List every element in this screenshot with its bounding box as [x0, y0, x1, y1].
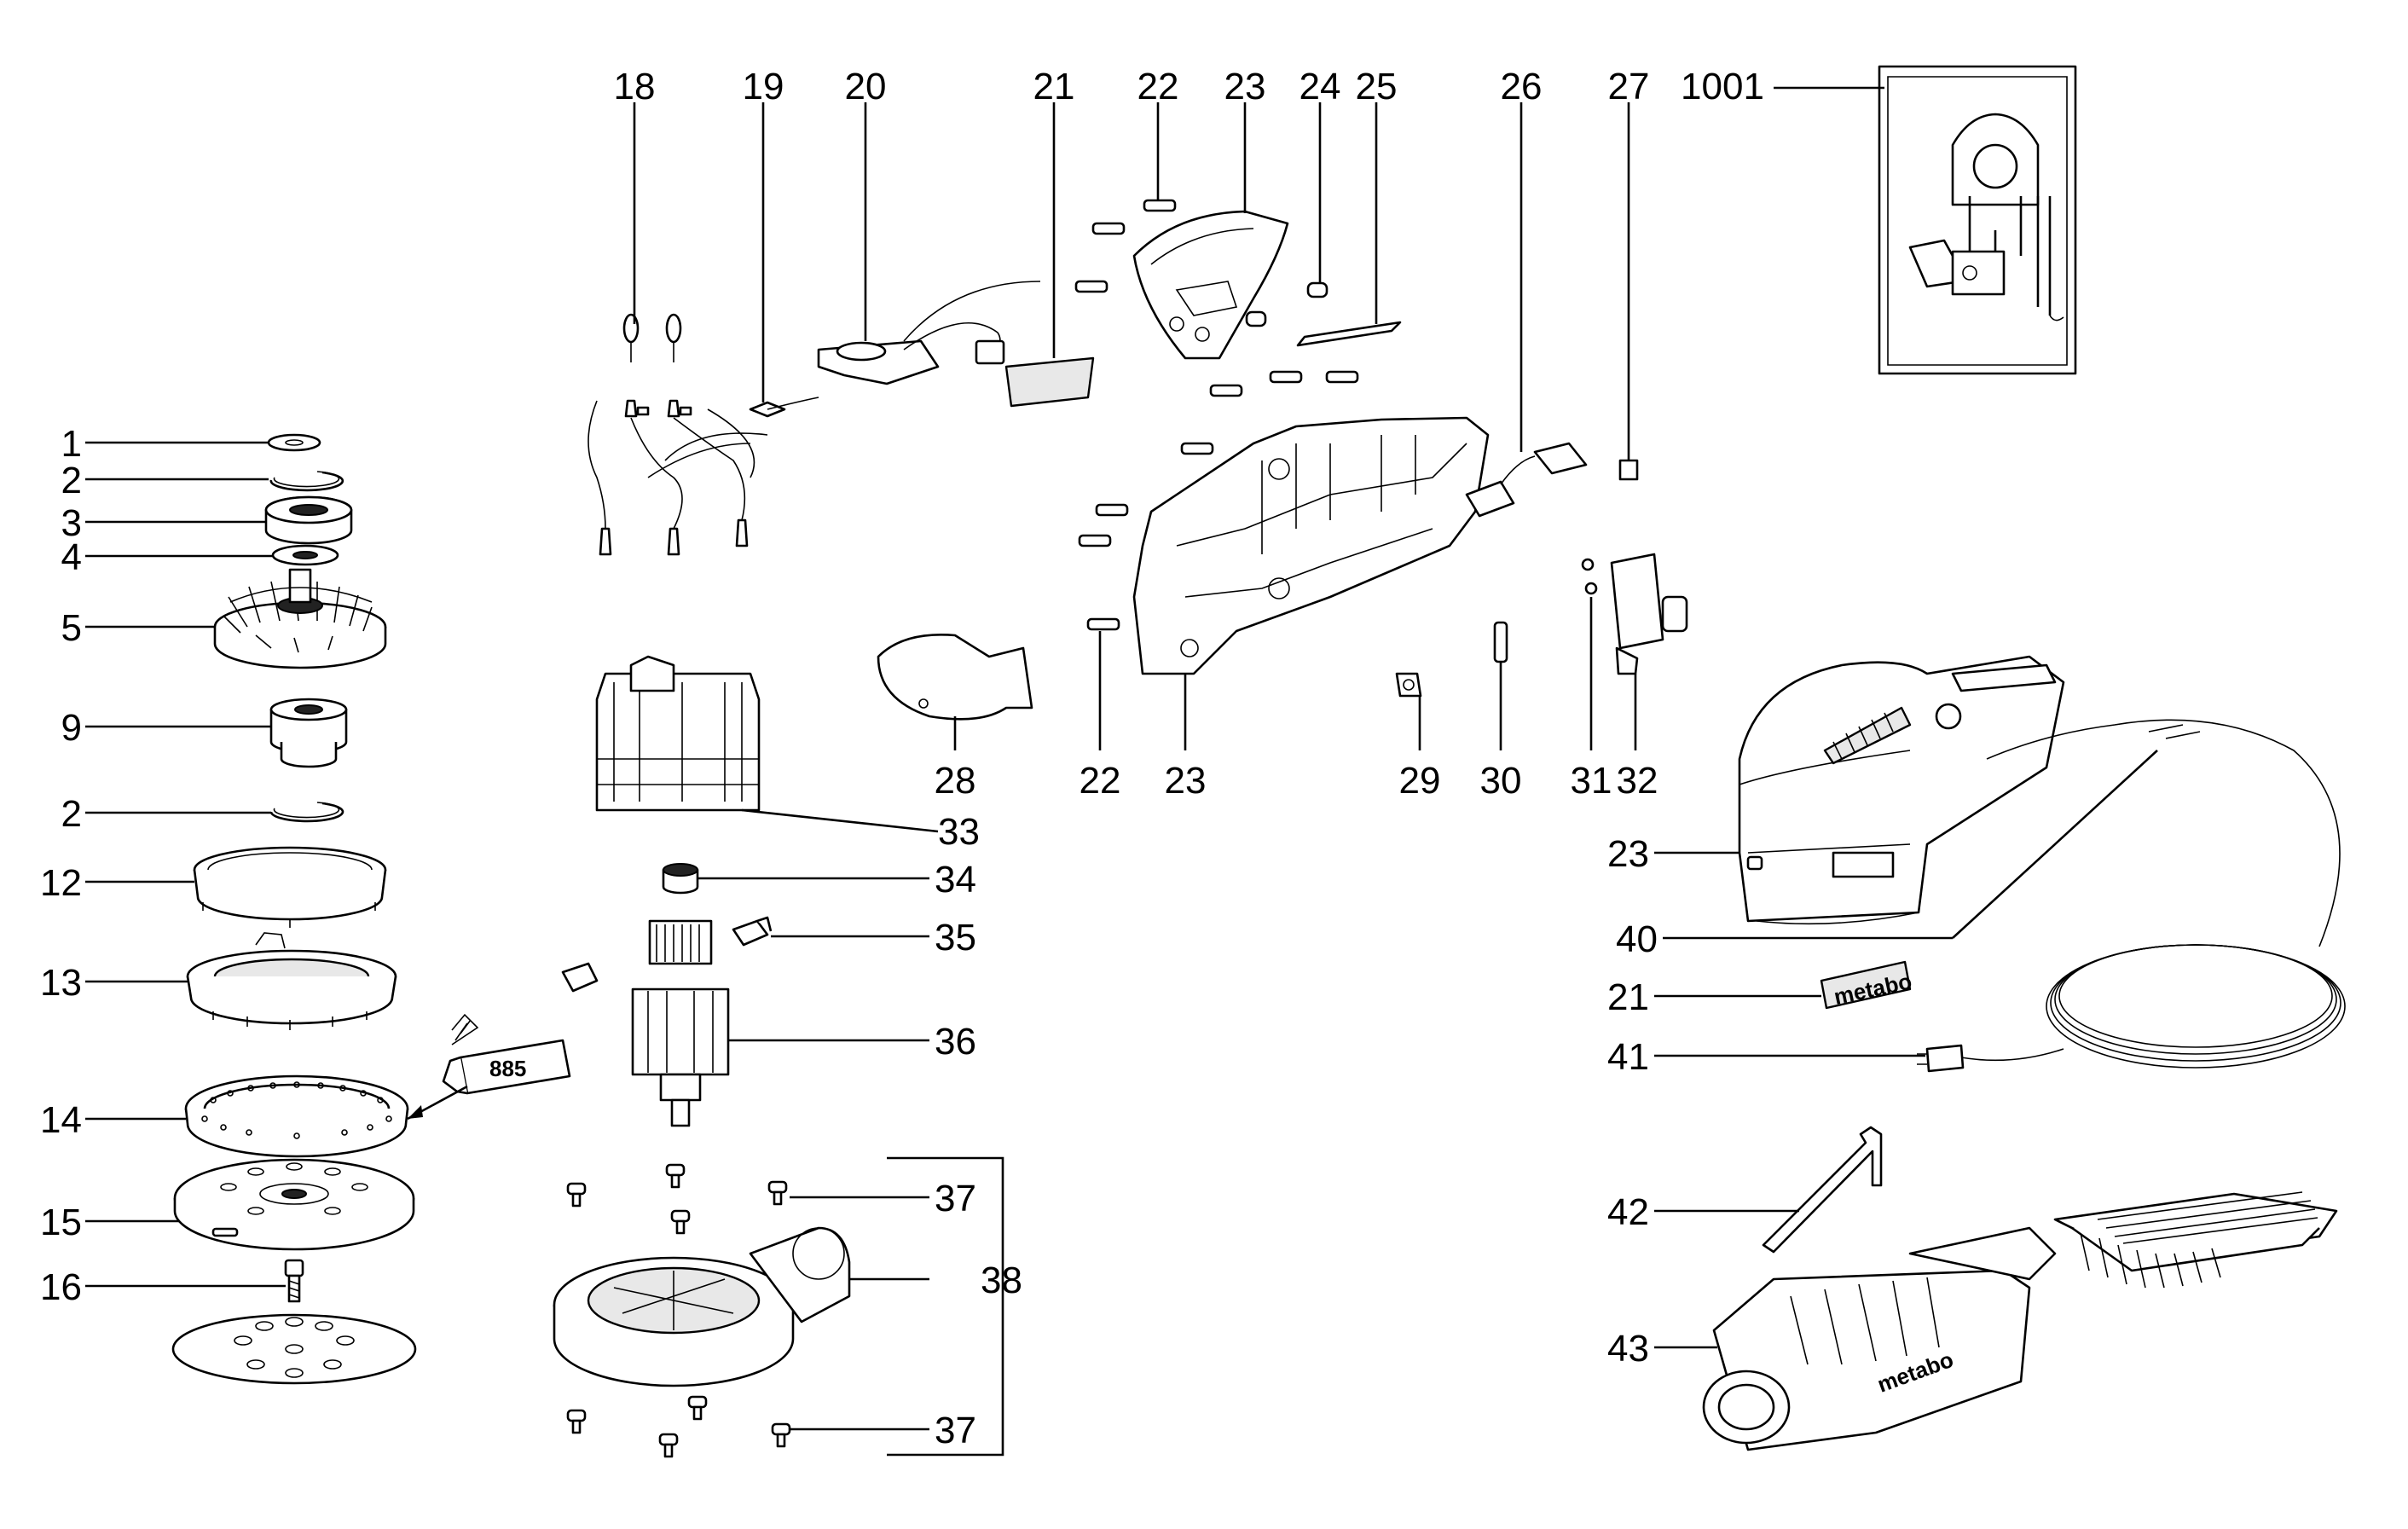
- part-2-circlip-lower: [269, 802, 344, 823]
- part-23-handle-cover: [1132, 210, 1289, 360]
- part-21-label-plate: [1004, 356, 1095, 408]
- label-36: 36: [935, 1021, 976, 1063]
- part-number-labels: 1 2 3 4 5 9 2 12 13 14 15 16 18 19 20 21…: [40, 66, 1764, 1451]
- label-4: 4: [61, 536, 82, 578]
- part-21-brand-badge: metabo: [1820, 960, 1914, 1010]
- part-24-pin: [1245, 281, 1328, 327]
- label-26: 26: [1501, 66, 1543, 107]
- part-9-eccentric-bushing: [269, 698, 348, 768]
- label-1001: 1001: [1681, 66, 1764, 107]
- leader-lines-right: [1654, 750, 2158, 1349]
- part-23-housing: [1078, 370, 1490, 675]
- leader-lines-center: [633, 86, 1884, 1457]
- label-2-upper: 2: [61, 460, 82, 501]
- label-43: 43: [1607, 1328, 1649, 1370]
- label-23-top: 23: [1224, 66, 1266, 107]
- label-29: 29: [1399, 760, 1441, 802]
- part-33-stator: [595, 655, 761, 812]
- label-35: 35: [935, 917, 976, 959]
- part-2-circlip-upper: [269, 471, 344, 492]
- label-19: 19: [743, 66, 784, 107]
- part-28-dust-cap: [877, 634, 1033, 721]
- part-34-bearing: [662, 863, 699, 895]
- label-12: 12: [40, 862, 82, 904]
- label-23-right: 23: [1607, 833, 1649, 875]
- label-22-bottom: 22: [1080, 760, 1121, 802]
- label-27: 27: [1608, 66, 1650, 107]
- label-16: 16: [40, 1266, 82, 1308]
- label-25: 25: [1356, 66, 1398, 107]
- label-1: 1: [61, 423, 82, 465]
- label-15: 15: [40, 1202, 82, 1243]
- part-13-seal-ring: [186, 932, 397, 1030]
- part-15-sanding-pad: [173, 1158, 415, 1251]
- label-21-top: 21: [1033, 66, 1075, 107]
- grease-tube-label: 885: [489, 1056, 526, 1081]
- label-21-right: 21: [1607, 976, 1649, 1018]
- label-42: 42: [1607, 1191, 1649, 1233]
- part-25-strip: [1296, 321, 1402, 347]
- label-18: 18: [614, 66, 656, 107]
- part-27-sleeve: [1618, 459, 1639, 481]
- part-1-washer: [267, 433, 321, 452]
- hook-loop-sanding-disc: [171, 1313, 417, 1385]
- label-40: 40: [1616, 918, 1658, 960]
- part-26-cable-clamp: [1465, 442, 1588, 518]
- part-31-screws: [1581, 558, 1598, 595]
- label-31: 31: [1571, 760, 1612, 802]
- part-18-wires: [588, 313, 768, 556]
- part-22-screws-top: [1074, 199, 1177, 293]
- part-37-screws: [566, 1163, 791, 1458]
- part-35-carbon-brush: [732, 916, 773, 947]
- label-3: 3: [61, 502, 82, 544]
- label-14: 14: [40, 1099, 82, 1141]
- label-13: 13: [40, 962, 82, 1004]
- label-37-upper: 37: [935, 1178, 976, 1219]
- part-42-hex-key: [1762, 1126, 1883, 1254]
- label-34: 34: [935, 859, 976, 901]
- assembled-sander: [1738, 655, 2346, 1073]
- label-38: 38: [981, 1260, 1022, 1301]
- leader-lines-left: [85, 441, 286, 1288]
- part-32-switch: [1610, 553, 1688, 675]
- part-12-brake-ring: [193, 846, 387, 928]
- label-20: 20: [845, 66, 887, 107]
- part-3-bearing: [264, 495, 353, 545]
- part-36-armature: [561, 919, 730, 1127]
- label-24: 24: [1300, 66, 1341, 107]
- part-38-fan-housing: [553, 1226, 851, 1387]
- label-28: 28: [935, 760, 976, 802]
- label-32: 32: [1617, 760, 1658, 802]
- part-30-pin: [1493, 621, 1508, 663]
- label-9: 9: [61, 707, 82, 749]
- dust-filter-cartridge: [2053, 1191, 2338, 1289]
- part-43-dust-box: metabo: [1702, 1226, 2057, 1451]
- part-20-electronic-module: [817, 281, 1041, 385]
- label-37-lower: 37: [935, 1410, 976, 1451]
- label-23-bottom: 23: [1165, 760, 1207, 802]
- label-33: 33: [938, 811, 980, 853]
- label-22-top: 22: [1137, 66, 1179, 107]
- part-29-nut: [1395, 672, 1422, 698]
- part-19-wire-lug: [749, 397, 819, 418]
- label-41: 41: [1607, 1036, 1649, 1078]
- label-30: 30: [1480, 760, 1522, 802]
- part-5-fan: [213, 568, 387, 669]
- label-2-lower: 2: [61, 793, 82, 835]
- part-14-fan-ring: [184, 1074, 409, 1158]
- part-4-spacer: [271, 544, 339, 566]
- part-16-screw: [284, 1259, 304, 1303]
- label-5: 5: [61, 607, 82, 649]
- part-1001-wiring-diagram-frame: [1878, 65, 2077, 375]
- grease-tube: 885: [407, 1013, 571, 1121]
